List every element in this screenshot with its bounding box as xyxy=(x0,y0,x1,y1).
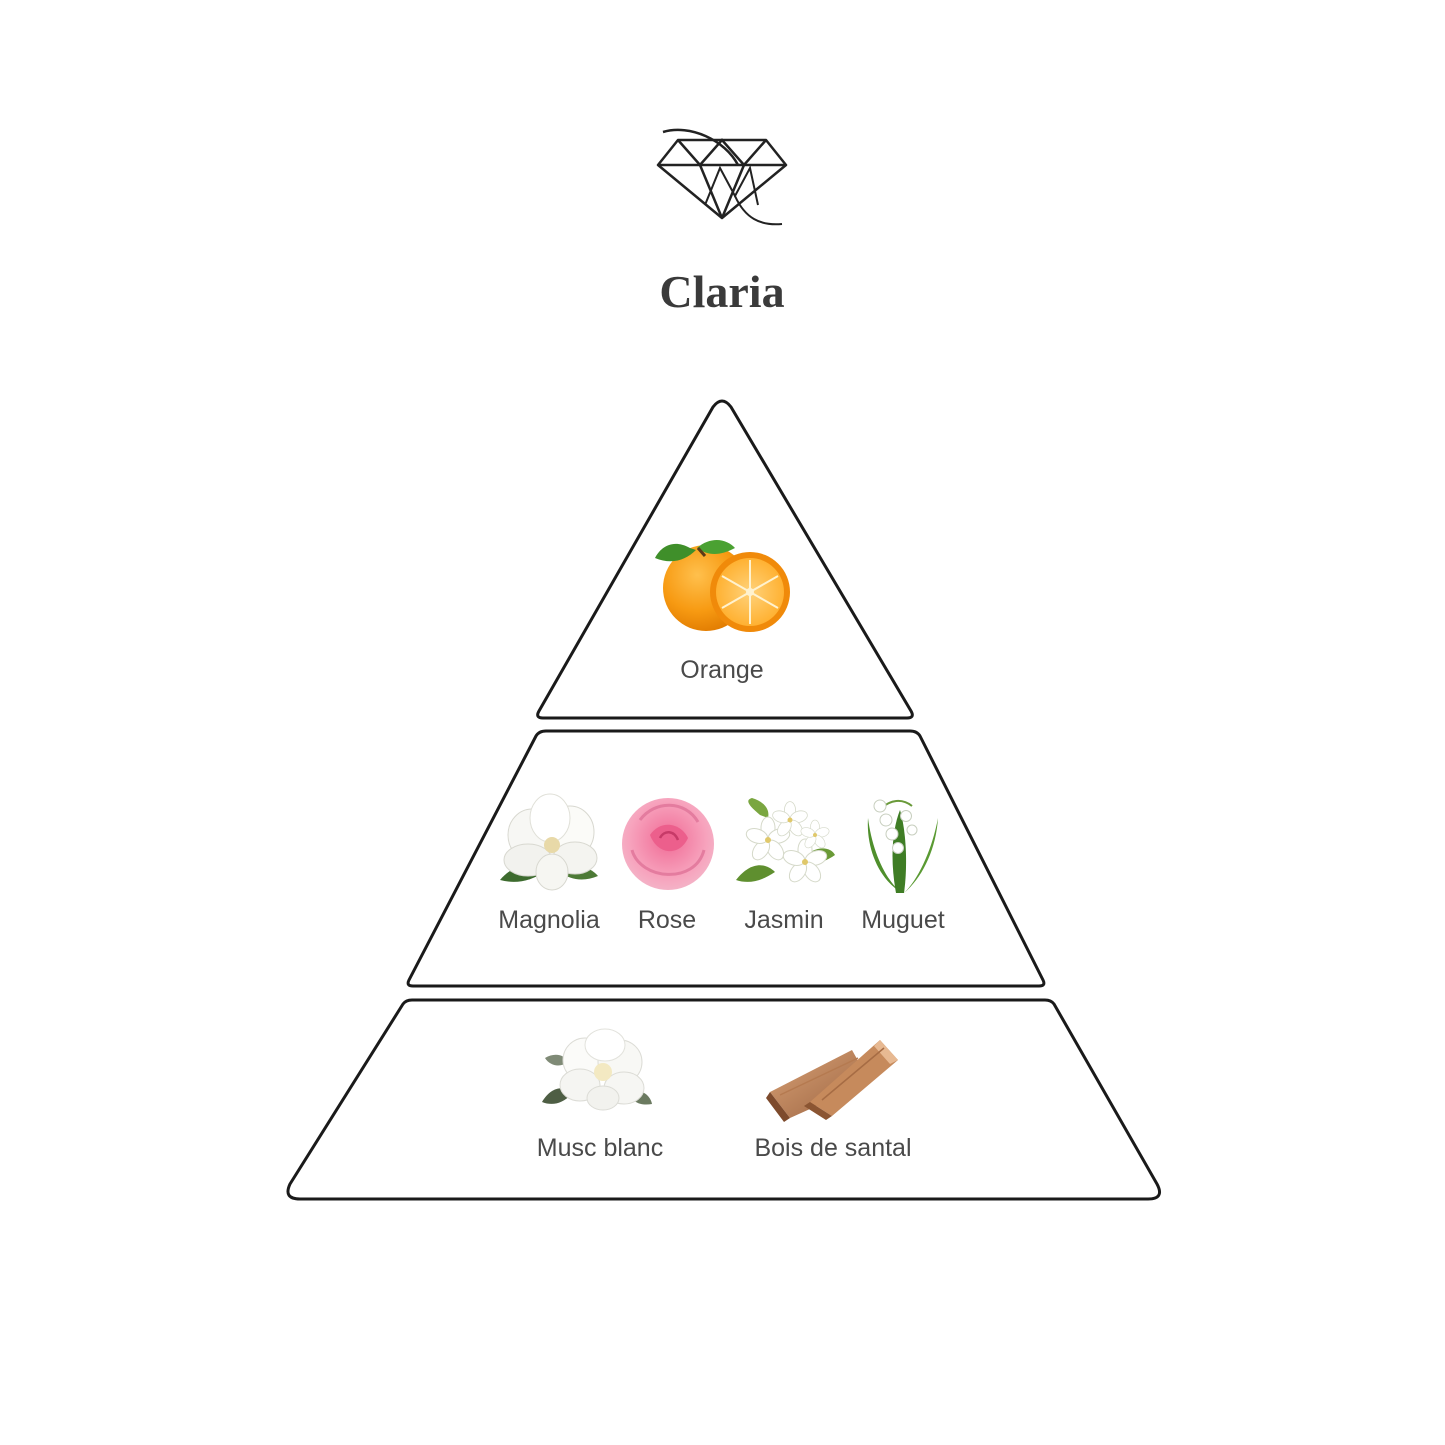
note-label-jasmin: Jasmin xyxy=(744,906,823,934)
white-musk-flower-icon xyxy=(542,1028,652,1111)
note-label-rose: Rose xyxy=(638,906,696,934)
page-title: Claria xyxy=(659,266,784,317)
pyramid-base-tier xyxy=(286,998,1161,1201)
note-label-musc-blanc: Musc blanc xyxy=(537,1134,663,1162)
sandalwood-icon xyxy=(766,1040,898,1122)
pyramid-middle-tier xyxy=(406,729,1046,988)
note-label-muguet: Muguet xyxy=(861,906,944,934)
note-label-orange: Orange xyxy=(680,656,763,684)
lily-of-the-valley-icon xyxy=(867,799,938,893)
note-label-bois-de-santal: Bois de santal xyxy=(754,1134,911,1162)
orange-icon xyxy=(655,540,790,632)
rose-icon xyxy=(622,798,714,890)
diamond-monogram-icon xyxy=(656,128,788,226)
jasmine-icon xyxy=(736,798,835,883)
magnolia-icon xyxy=(500,793,598,891)
note-label-magnolia: Magnolia xyxy=(498,906,600,934)
